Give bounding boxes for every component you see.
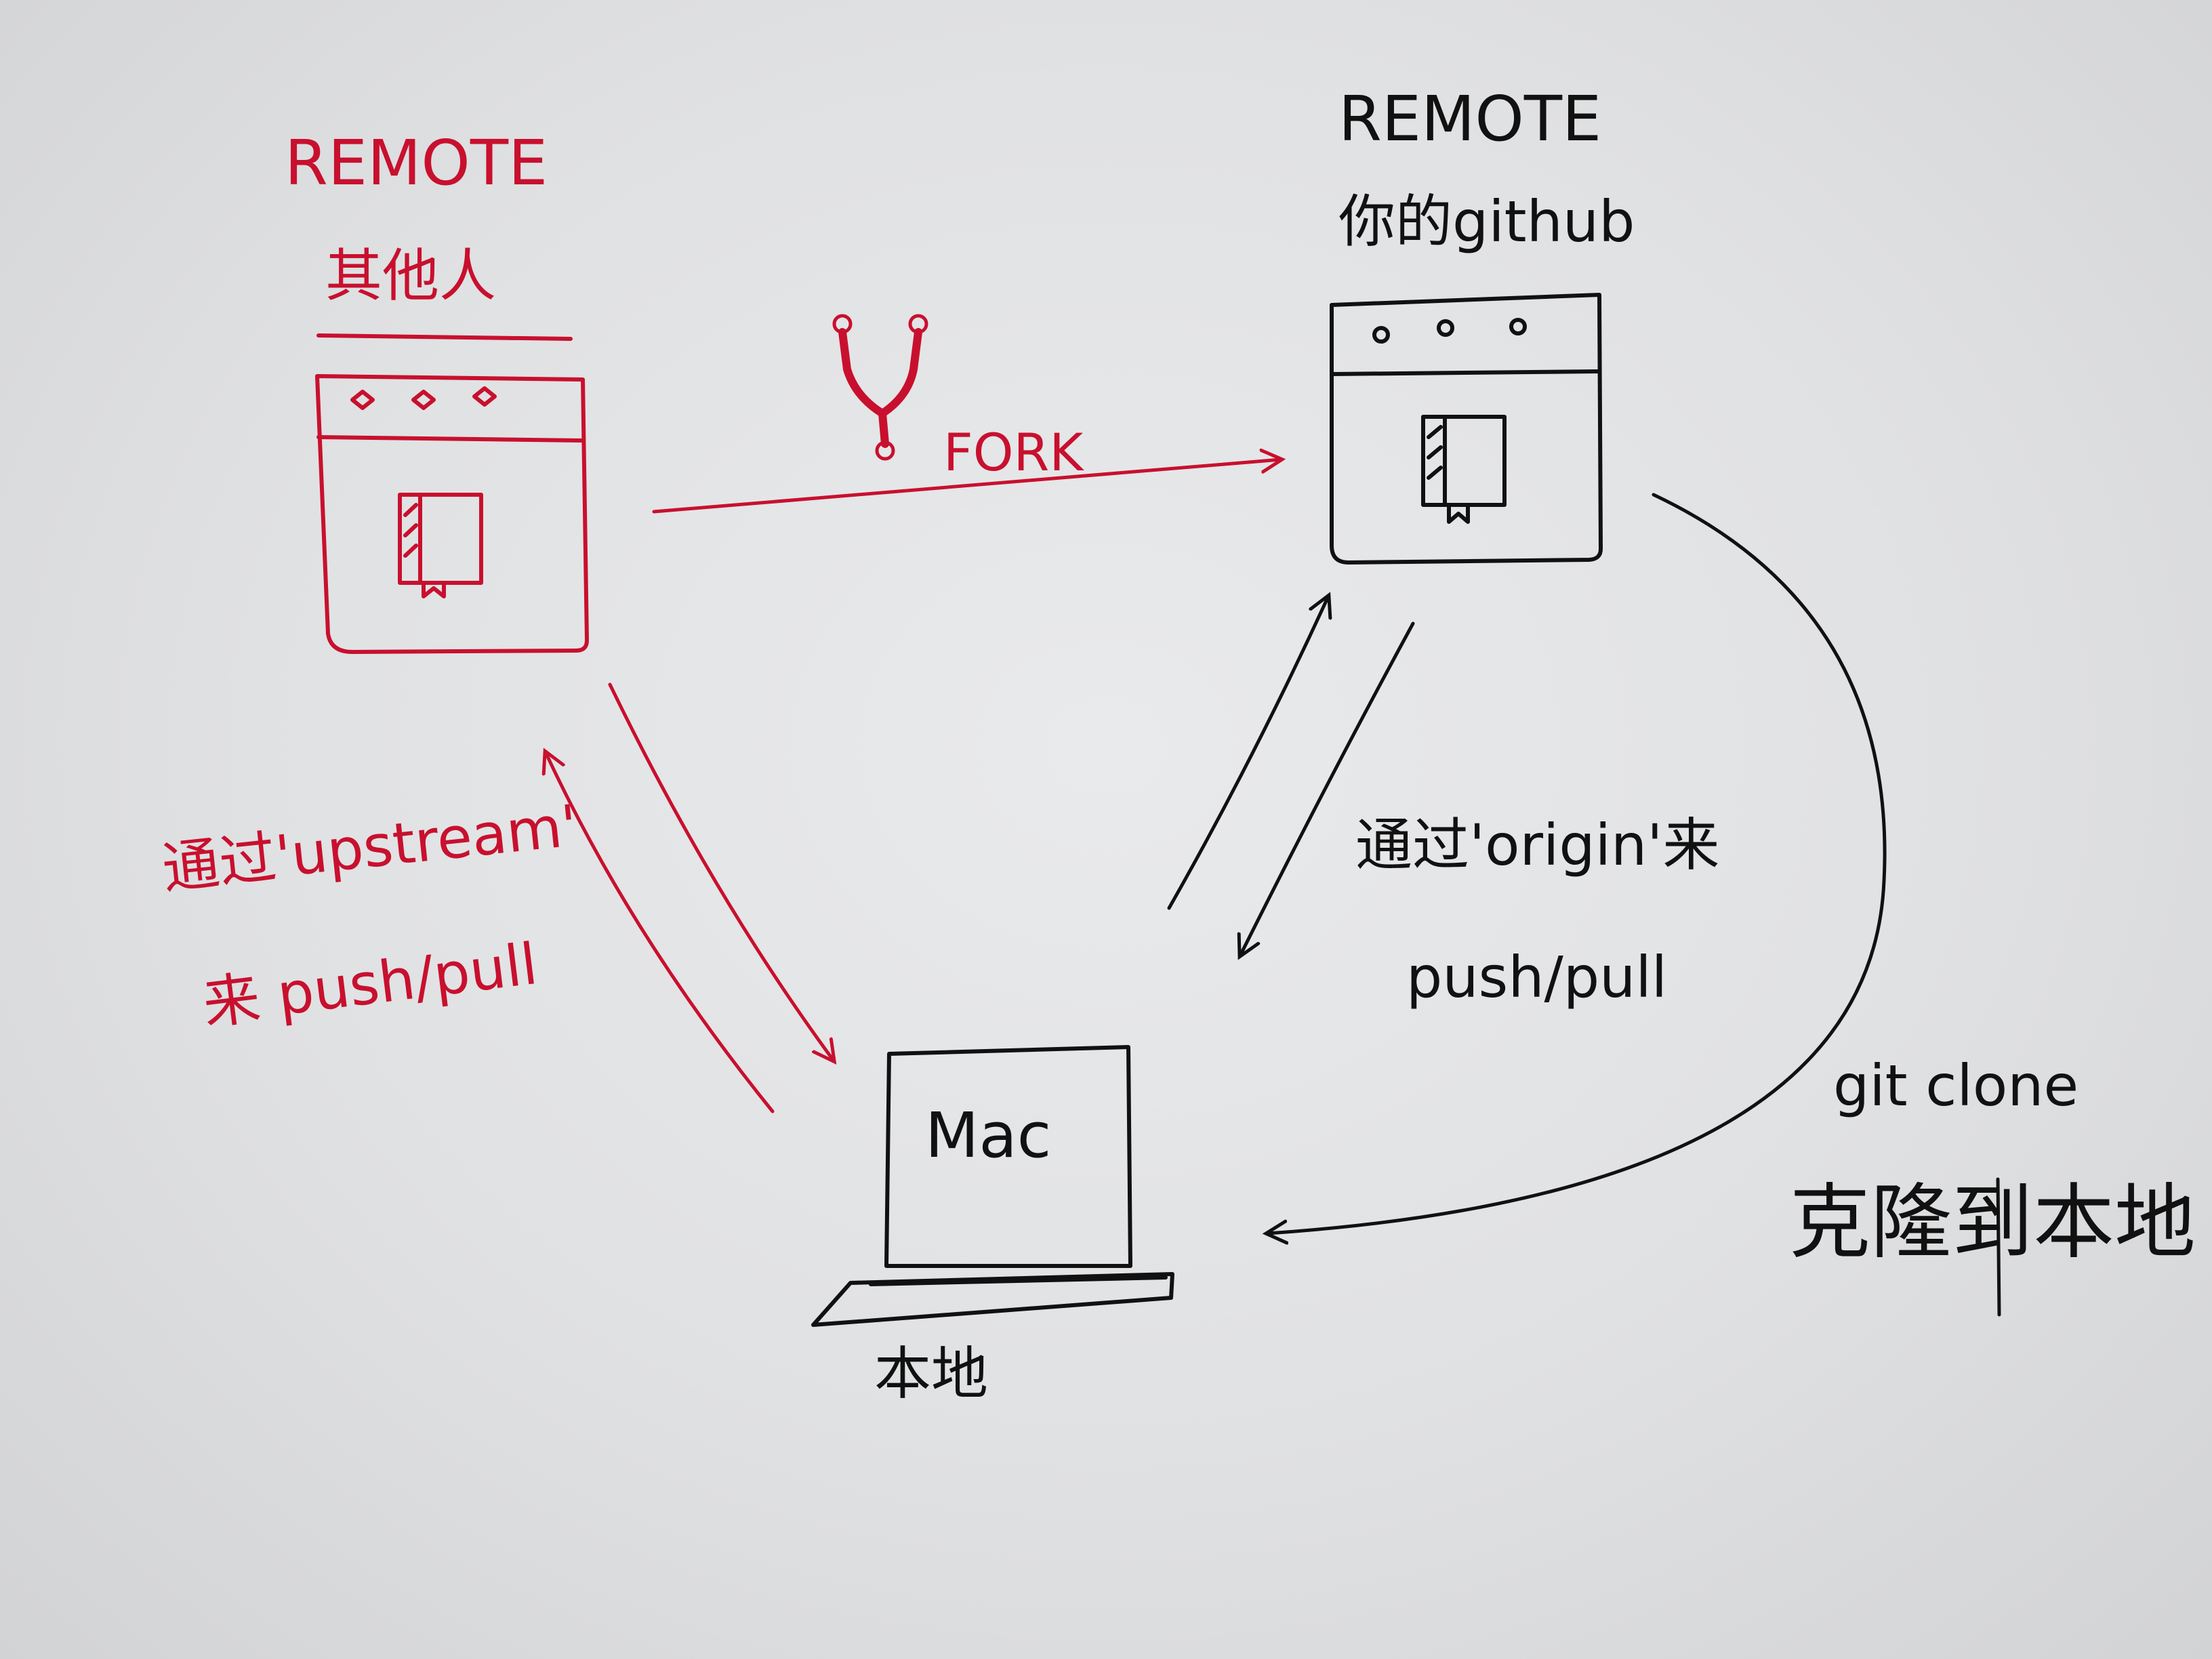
repo-book-icon (1421, 415, 1507, 524)
fork-arrow (652, 459, 1281, 514)
left-remote-label: REMOTE (285, 127, 548, 199)
laptop-base (811, 1272, 1174, 1327)
right-owner-label: 你的github (1338, 188, 1635, 255)
origin-push-arrow (1167, 596, 1328, 910)
origin-label-line1: 通过'origin'来 (1355, 812, 1720, 878)
clone-label-line1: git clone (1833, 1052, 2079, 1119)
clone-text-stroke (1996, 1177, 2001, 1317)
your-github-repo-window (1330, 293, 1603, 565)
repo-book-icon (398, 493, 483, 598)
laptop-screen-label: Mac (925, 1099, 1052, 1172)
window-dots (350, 386, 497, 410)
other-person-repo-window (315, 333, 589, 654)
fork-icon (832, 314, 928, 461)
upstream-push-arrow (546, 752, 775, 1113)
fork-label: FORK (943, 422, 1084, 483)
left-owner-label: 其他人 (325, 243, 497, 309)
clone-arrow (1267, 493, 1887, 1233)
origin-label-line2: push/pull (1406, 944, 1668, 1010)
origin-pull-arrow (1240, 621, 1415, 956)
right-remote-label: REMOTE (1338, 83, 1602, 155)
laptop-icon (811, 1045, 1174, 1327)
window-dots (1372, 318, 1527, 344)
local-label: 本地 (874, 1340, 989, 1407)
clone-label-line2: 克隆到本地 (1789, 1176, 2196, 1270)
laptop-screen (884, 1045, 1132, 1268)
upstream-pull-arrow (608, 682, 834, 1061)
